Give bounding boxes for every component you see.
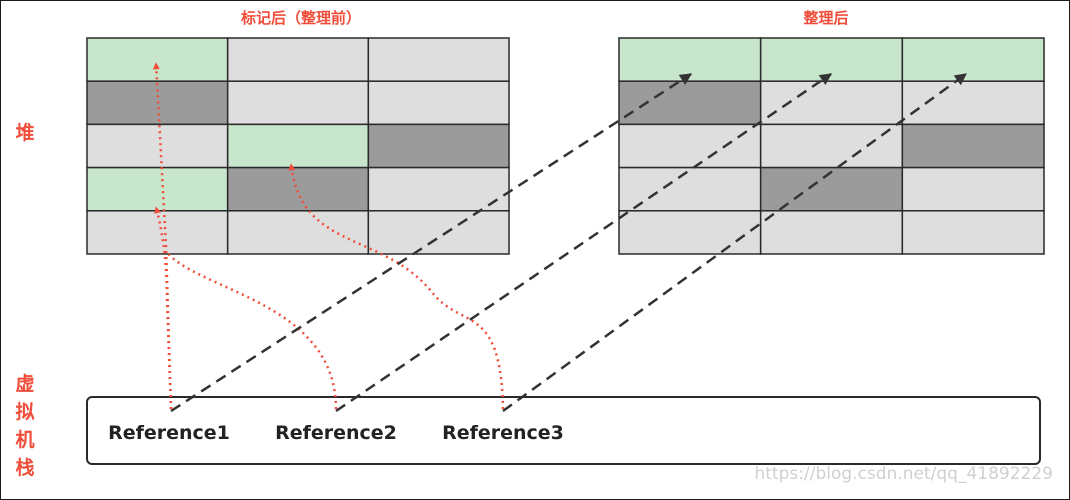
- before-cell-r4-c2-garbage: [226, 166, 370, 212]
- before-cell-r3-c3-garbage: [367, 123, 510, 169]
- before-cell-r4-c1-live: [86, 166, 229, 212]
- after-cell-r3-c2-free: [759, 123, 904, 169]
- after-cell-r1-c3-live: [901, 37, 1045, 82]
- heap-label: 堆: [15, 121, 34, 144]
- after-cell-r2-c3-free: [901, 80, 1045, 126]
- before-cell-r2-c2-free: [226, 80, 370, 126]
- after-cell-r4-c2-garbage: [759, 166, 904, 212]
- after-cell-r5-c2-free: [759, 210, 904, 255]
- ref2-to-compacted-slot-2-arrow: [335, 72, 832, 413]
- before-cell-r2-c3-free: [367, 80, 510, 126]
- after-cell-r5-c3-free: [901, 210, 1045, 255]
- stack-label-char-2: 拟: [15, 401, 34, 423]
- before-cell-r3-c1-free: [86, 123, 229, 169]
- after-cell-r5-c1-free: [618, 210, 762, 255]
- before-cell-r3-c2-live: [226, 123, 370, 169]
- before-cell-r5-c2-free: [226, 210, 370, 255]
- before-title: 标记后（整理前）: [240, 9, 361, 27]
- after-cell-r1-c2-live: [759, 37, 904, 82]
- after-cell-r3-c1-free: [618, 123, 762, 169]
- watermark: https://blog.csdn.net/qq_41892229: [755, 464, 1053, 484]
- after-cell-r2-c1-garbage: [618, 80, 762, 126]
- after-cell-r2-c2-free: [759, 80, 904, 126]
- stack-label-char-3: 机: [15, 429, 34, 451]
- before-cell-r1-c3-free: [367, 37, 510, 82]
- reference-3-label: Reference3: [442, 422, 564, 444]
- after-cell-r4-c3-free: [901, 166, 1045, 212]
- before-cell-r1-c1-live: [86, 37, 229, 82]
- vm-stack-box: [86, 396, 1041, 465]
- after-title: 整理后: [803, 9, 848, 27]
- before-cell-r5-c3-free: [367, 210, 510, 255]
- ref3-to-compacted-slot-3-arrow: [502, 72, 967, 413]
- stack-label-char-1: 虚: [15, 372, 34, 395]
- before-cell-r1-c2-free: [226, 37, 370, 82]
- before-cell-r4-c3-free: [367, 166, 510, 212]
- reference-1-label: Reference1: [108, 422, 230, 444]
- ref2-dotted-curve: [165, 250, 338, 410]
- heap-grid-before: [86, 37, 510, 255]
- after-cell-r3-c3-garbage: [901, 123, 1045, 169]
- heap-grid-after: [618, 37, 1045, 255]
- ref1-to-compacted-slot-1-arrow: [170, 72, 693, 413]
- reference-2-label: Reference2: [275, 422, 397, 444]
- stack-label-char-4: 栈: [15, 456, 34, 479]
